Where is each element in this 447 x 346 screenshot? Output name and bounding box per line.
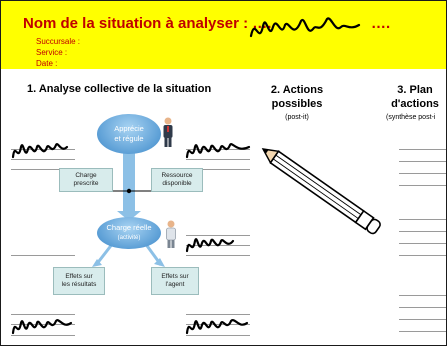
- resource-line1: Ressource: [161, 172, 193, 179]
- scribble-icon: [249, 17, 361, 38]
- ruled-line: [186, 314, 250, 315]
- header-band: Nom de la situation à analyser : …. …. S…: [1, 1, 446, 69]
- effects-results-line1: Effets sur: [65, 273, 93, 280]
- ruled-line: [399, 307, 446, 308]
- ruled-line: [186, 255, 250, 256]
- effects-results-line2: les résultats: [61, 281, 97, 288]
- scribble-icon: [185, 238, 235, 253]
- section-3-title: 3. Plan d'actions: [383, 83, 446, 111]
- ruled-line: [11, 255, 75, 256]
- ruled-line: [11, 314, 75, 315]
- appreciate-ellipse: Apprécie et régule: [97, 114, 161, 154]
- ruled-line: [399, 295, 446, 296]
- real-load-line1: Charge réelle: [106, 223, 152, 232]
- ruled-line: [399, 173, 446, 174]
- field-date: Date :: [36, 59, 58, 68]
- section-2-note: (post-it): [285, 114, 309, 121]
- title-dots: ….: [371, 15, 391, 32]
- prescribed-line1: Charge: [75, 172, 97, 179]
- prescribed-line2: prescrite: [73, 180, 99, 187]
- scribble-icon: [11, 143, 69, 159]
- real-load-ellipse: Charge réelle (activité): [97, 217, 161, 249]
- available-resource-box: Ressource disponible: [151, 168, 203, 192]
- ruled-line: [399, 255, 446, 256]
- appreciate-line1: Apprécie: [114, 124, 144, 133]
- arrow-head: [92, 259, 102, 267]
- ruled-line: [399, 231, 446, 232]
- scribble-icon: [185, 319, 249, 335]
- ruled-line: [399, 185, 446, 186]
- ruled-line: [11, 149, 75, 150]
- arrow-head: [154, 258, 165, 267]
- ruled-line: [399, 319, 446, 320]
- ruled-line: [186, 149, 250, 150]
- down-arrow-shape: [117, 151, 141, 221]
- ruled-line: [11, 324, 75, 325]
- ruled-line: [399, 161, 446, 162]
- connector-dot: [126, 188, 132, 194]
- real-load-line2: (activité): [117, 235, 141, 241]
- ruled-line: [399, 331, 446, 332]
- ruled-line: [186, 159, 250, 160]
- section-3-title-line1: 3. Plan: [397, 84, 433, 96]
- field-succursale: Succursale :: [36, 37, 81, 46]
- prescribed-load-box: Charge prescrite: [59, 168, 113, 192]
- section-2-title-line1: 2. Actions: [270, 84, 324, 96]
- section-2-title-line2: possibles: [271, 98, 323, 110]
- effects-agent-box: Effets sur l'agent: [151, 267, 199, 295]
- person-icon: [163, 117, 173, 147]
- ruled-line: [11, 159, 75, 160]
- ruled-line: [186, 335, 250, 336]
- section-3-title-line2: d'actions: [391, 98, 439, 110]
- scribble-icon: [11, 319, 73, 335]
- appreciate-line2: et régule: [114, 134, 144, 143]
- ruled-line: [186, 235, 250, 236]
- ruled-line: [399, 219, 446, 220]
- section-2-title: 2. Actions possibles: [267, 83, 327, 111]
- field-service: Service :: [36, 48, 68, 57]
- scribble-icon: [185, 143, 251, 159]
- effects-results-box: Effets sur les résultats: [53, 267, 105, 295]
- ruled-line: [399, 149, 446, 150]
- ruled-line: [399, 243, 446, 244]
- page-title: Nom de la situation à analyser : ….: [23, 15, 272, 32]
- ruled-line: [186, 169, 250, 170]
- section-3-note: (synthèse post-i: [386, 114, 436, 121]
- section-1-title: 1. Analyse collective de la situation: [27, 83, 212, 95]
- ruled-line: [11, 169, 75, 170]
- effects-agent-line1: Effets sur: [161, 273, 189, 280]
- resource-line2: disponible: [162, 180, 192, 187]
- effects-agent-line2: l'agent: [165, 281, 185, 288]
- ruled-line: [11, 335, 75, 336]
- ruled-line: [186, 324, 250, 325]
- person-icon: [166, 220, 176, 248]
